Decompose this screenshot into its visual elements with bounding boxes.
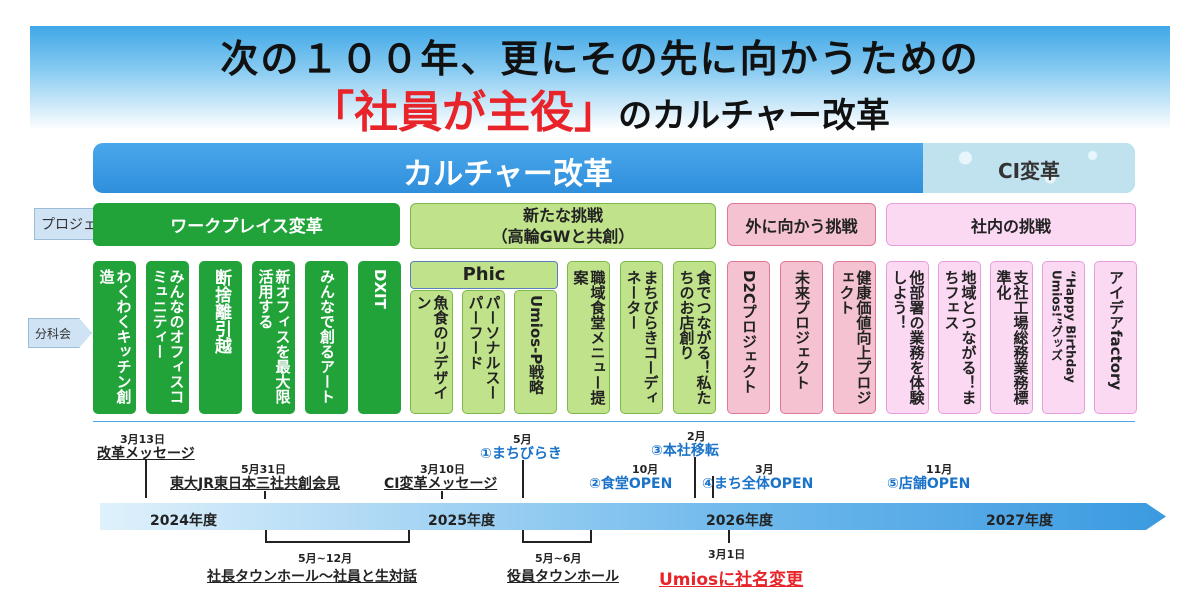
card-new-challenge: まちびらきコーディネーター — [620, 261, 663, 414]
event-marker — [264, 491, 266, 499]
range-bracket-left — [265, 530, 267, 543]
category-outward: 外に向かう挑戦 — [727, 203, 876, 246]
event-label: 東大JR東日本三社共創会見 — [170, 476, 340, 492]
event-marker — [712, 476, 714, 498]
card-label: Umios-P戦略 — [527, 295, 545, 395]
card-outward: D2Cプロジェクト — [727, 261, 770, 414]
card-label: 魚食のリデザイン — [414, 295, 450, 400]
event-date: 2月 — [687, 430, 706, 443]
event-label: ②食堂OPEN — [589, 476, 673, 492]
category-new-challenge: 新たな挑戦 （高輪GWと共創） — [410, 203, 716, 249]
card-workplace: わくわくキッチン創造 — [93, 261, 136, 414]
card-workplace: 新オフィスを最大限活用する — [252, 261, 295, 414]
card-new-challenge: 魚食のリデザイン — [410, 290, 453, 414]
card-label: わくわくキッチン創造 — [97, 269, 133, 404]
ci-reform-box: CI変革 — [923, 143, 1135, 193]
card-new-challenge: 職域食堂メニュー提案 — [567, 261, 610, 414]
range-bracket-left — [522, 530, 524, 543]
year-label: 2026年度 — [706, 513, 773, 529]
card-outward: 健康価値向上プロジェクト — [833, 261, 876, 414]
event-label: ⑤店舗OPEN — [887, 476, 971, 492]
event-date: 3月13日 — [120, 433, 165, 446]
card-internal: 地域とつながる！まちフェス — [938, 261, 981, 414]
range-bracket-bar — [265, 541, 410, 543]
card-label: D2Cプロジェクト — [740, 270, 758, 394]
event-date: 3月 — [755, 463, 774, 476]
event-marker — [441, 491, 443, 499]
card-new-challenge: 食でつながる！私たちのお店創り — [673, 261, 716, 414]
card-internal: 他部署の業務を体験しよう！ — [886, 261, 929, 414]
card-outward: 未来プロジェクト — [780, 261, 823, 414]
event-date: 11月 — [926, 463, 953, 476]
event-label: ④まち全体OPEN — [702, 476, 814, 492]
card-new-challenge: Umios-P戦略 — [514, 290, 557, 414]
culture-reform-label: カルチャー改革 — [403, 157, 613, 192]
year-label: 2025年度 — [428, 513, 495, 529]
subcommittee-row-label: 分科会 — [28, 318, 92, 348]
event-marker — [145, 460, 147, 498]
event-label: ①まちびらき — [480, 446, 562, 462]
category-new-line1: 新たな挑戦 — [522, 206, 603, 225]
event-label: 改革メッセージ — [97, 446, 195, 462]
event-label: 役員タウンホール — [507, 569, 619, 585]
card-label: 支社工場総務業務標準化 — [994, 270, 1030, 405]
event-date: 3月10日 — [420, 463, 465, 476]
category-workplace: ワークプレイス変革 — [93, 203, 400, 246]
event-date: 5月 — [513, 433, 532, 446]
card-label: 未来プロジェクト — [793, 270, 811, 390]
card-workplace: みんなで創るアート — [305, 261, 348, 414]
card-label: みんなで創るアート — [318, 269, 336, 404]
card-label: アイデアfactory — [1107, 270, 1125, 391]
card-label: 職域食堂メニュー提案 — [571, 270, 607, 405]
timeline-arrow — [100, 503, 1166, 530]
range-bracket-bar — [522, 541, 592, 543]
card-internal: アイデアfactory — [1094, 261, 1137, 414]
card-internal: 支社工場総務業務標準化 — [990, 261, 1033, 414]
card-workplace: 断捨離引越 — [199, 261, 242, 414]
event-date: 5月31日 — [241, 463, 286, 476]
card-label: 新オフィスを最大限活用する — [256, 269, 292, 404]
card-new-challenge: パーソナルスーパーフード — [462, 290, 505, 414]
title-suffix: のカルチャー改革 — [618, 96, 890, 136]
card-label: 断捨離引越 — [211, 269, 231, 354]
card-label: DXIT — [371, 269, 389, 309]
event-marker — [522, 460, 524, 498]
ci-reform-label: CI変革 — [997, 159, 1061, 183]
year-label: 2027年度 — [986, 513, 1053, 529]
range-bracket-right — [408, 530, 410, 543]
header-banner: 次の１００年、更にその先に向かうための 「社員が主役」のカルチャー改革 — [30, 26, 1170, 138]
year-label: 2024年度 — [150, 513, 217, 529]
event-marker — [694, 457, 696, 498]
phic-group-label: Phic — [410, 261, 558, 289]
event-date: 3月1日 — [708, 548, 746, 561]
card-label: みんなのオフィスコミュニティー — [150, 269, 186, 404]
event-marker — [728, 530, 730, 543]
title-line-2: 「社員が主役」のカルチャー改革 — [30, 76, 1170, 140]
title-line-1: 次の１００年、更にその先に向かうための — [220, 37, 980, 81]
card-label: 地域とつながる！まちフェス — [942, 270, 978, 405]
culture-reform-bar: カルチャー改革 CI変革 — [93, 143, 1135, 193]
card-label: 食でつながる！私たちのお店創り — [677, 270, 713, 405]
event-date: 10月 — [632, 463, 659, 476]
category-new-line2: （高輪GWと共創） — [491, 227, 635, 246]
card-internal: “Happy Birthday Umios!”グッズ — [1042, 261, 1085, 414]
rename-label: Umiosに社名変更 — [659, 570, 804, 590]
event-label: 社長タウンホール～社員と生対話 — [207, 569, 417, 585]
category-internal: 社内の挑戦 — [886, 203, 1136, 246]
card-label: まちびらきコーディネーター — [624, 270, 660, 405]
title-highlight: 「社員が主役」 — [310, 87, 619, 138]
range-bracket-right — [590, 530, 592, 543]
event-label: ③本社移転 — [651, 443, 719, 459]
event-date: 5月~6月 — [535, 552, 582, 565]
card-label: 健康価値向上プロジェクト — [837, 270, 873, 405]
card-workplace: DXIT — [358, 261, 401, 414]
event-date: 5月~12月 — [298, 552, 353, 565]
card-label: “Happy Birthday Umios!”グッズ — [1049, 270, 1078, 383]
section-divider — [93, 421, 1135, 422]
card-workplace: みんなのオフィスコミュニティー — [146, 261, 189, 414]
card-label: 他部署の業務を体験しよう！ — [890, 270, 926, 405]
event-label: CI変革メッセージ — [384, 476, 498, 492]
card-label: パーソナルスーパーフード — [466, 295, 502, 400]
